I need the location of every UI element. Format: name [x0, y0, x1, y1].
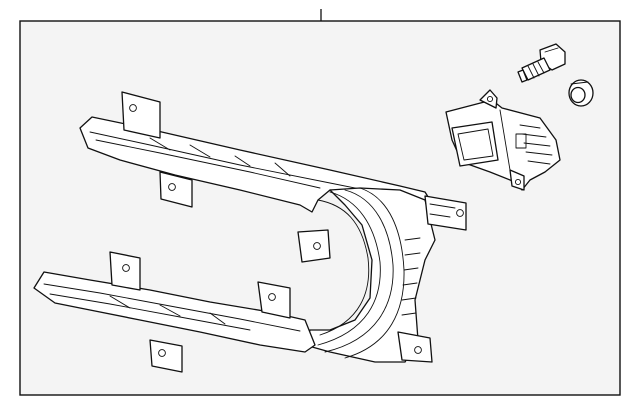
mounting-tab-upper-mid [159, 171, 193, 208]
mounting-tab-bottom [149, 339, 183, 373]
mounting-tab-bottom-right [397, 331, 433, 363]
fog-lamp-housing [445, 89, 561, 191]
fog-lamp-bezel [33, 91, 467, 373]
mounting-screw [517, 43, 566, 83]
bezel-lower-arm [33, 271, 316, 353]
mounting-tab-upper-left [121, 91, 161, 139]
grommet [568, 79, 594, 107]
diagram-frame [19, 20, 621, 396]
